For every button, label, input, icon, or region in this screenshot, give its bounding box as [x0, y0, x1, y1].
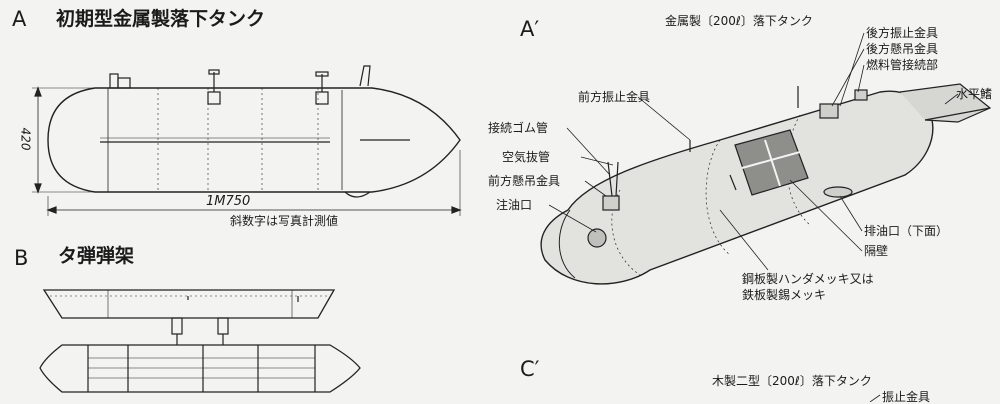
label-rear-suspension-fitting: 後方懸吊金具 — [866, 42, 939, 56]
length-dimension-label: 1M750 — [206, 194, 251, 209]
section-b-letter: B — [14, 246, 29, 270]
aprime-drawing-title: 金属製〔200ℓ〕落下タンク — [665, 14, 813, 28]
label-baffle: 隔壁 — [864, 244, 889, 258]
label-rubber-hose: 接続ゴム管 — [488, 121, 549, 135]
drawing-b-rack-views — [39, 289, 361, 393]
section-b-title: タ弾弾架 — [58, 245, 135, 267]
height-dimension-label: 420 — [18, 127, 33, 151]
label-material-line-2: 鉄板製錫メッキ — [742, 288, 827, 302]
drawing-aprime-tank-perspective — [540, 32, 992, 285]
cprime-partial-label: 振止金具 — [882, 390, 931, 404]
cprime-drawing-title: 木製二型〔200ℓ〕落下タンク — [712, 374, 872, 388]
label-front-suspension-fitting: 前方懸吊金具 — [488, 174, 561, 188]
label-air-vent-pipe: 空気抜管 — [502, 150, 551, 164]
label-filler-cap: 注油口 — [496, 198, 533, 212]
measurement-note: 斜数字は写真計測値 — [230, 214, 339, 228]
label-fuel-line-connection: 燃料管接続部 — [866, 58, 939, 72]
label-material-line-1: 鋼板製ハンダメッキ又は — [742, 272, 874, 286]
section-cprime-letter: C′ — [520, 357, 540, 381]
label-drain-bottom: 排油口（下面） — [864, 224, 949, 238]
section-a-letter: A — [12, 7, 27, 31]
drawing-cprime-partial — [869, 394, 881, 402]
section-a-title: 初期型金属製落下タンク — [56, 8, 266, 30]
label-rear-sway-brace: 後方振止金具 — [866, 26, 939, 40]
section-aprime-letter: A′ — [520, 17, 540, 41]
drawing-a-tank-side-view — [32, 65, 462, 216]
label-horizontal-fin: 水平鰭 — [956, 87, 993, 101]
label-front-sway-brace: 前方振止金具 — [578, 90, 651, 104]
